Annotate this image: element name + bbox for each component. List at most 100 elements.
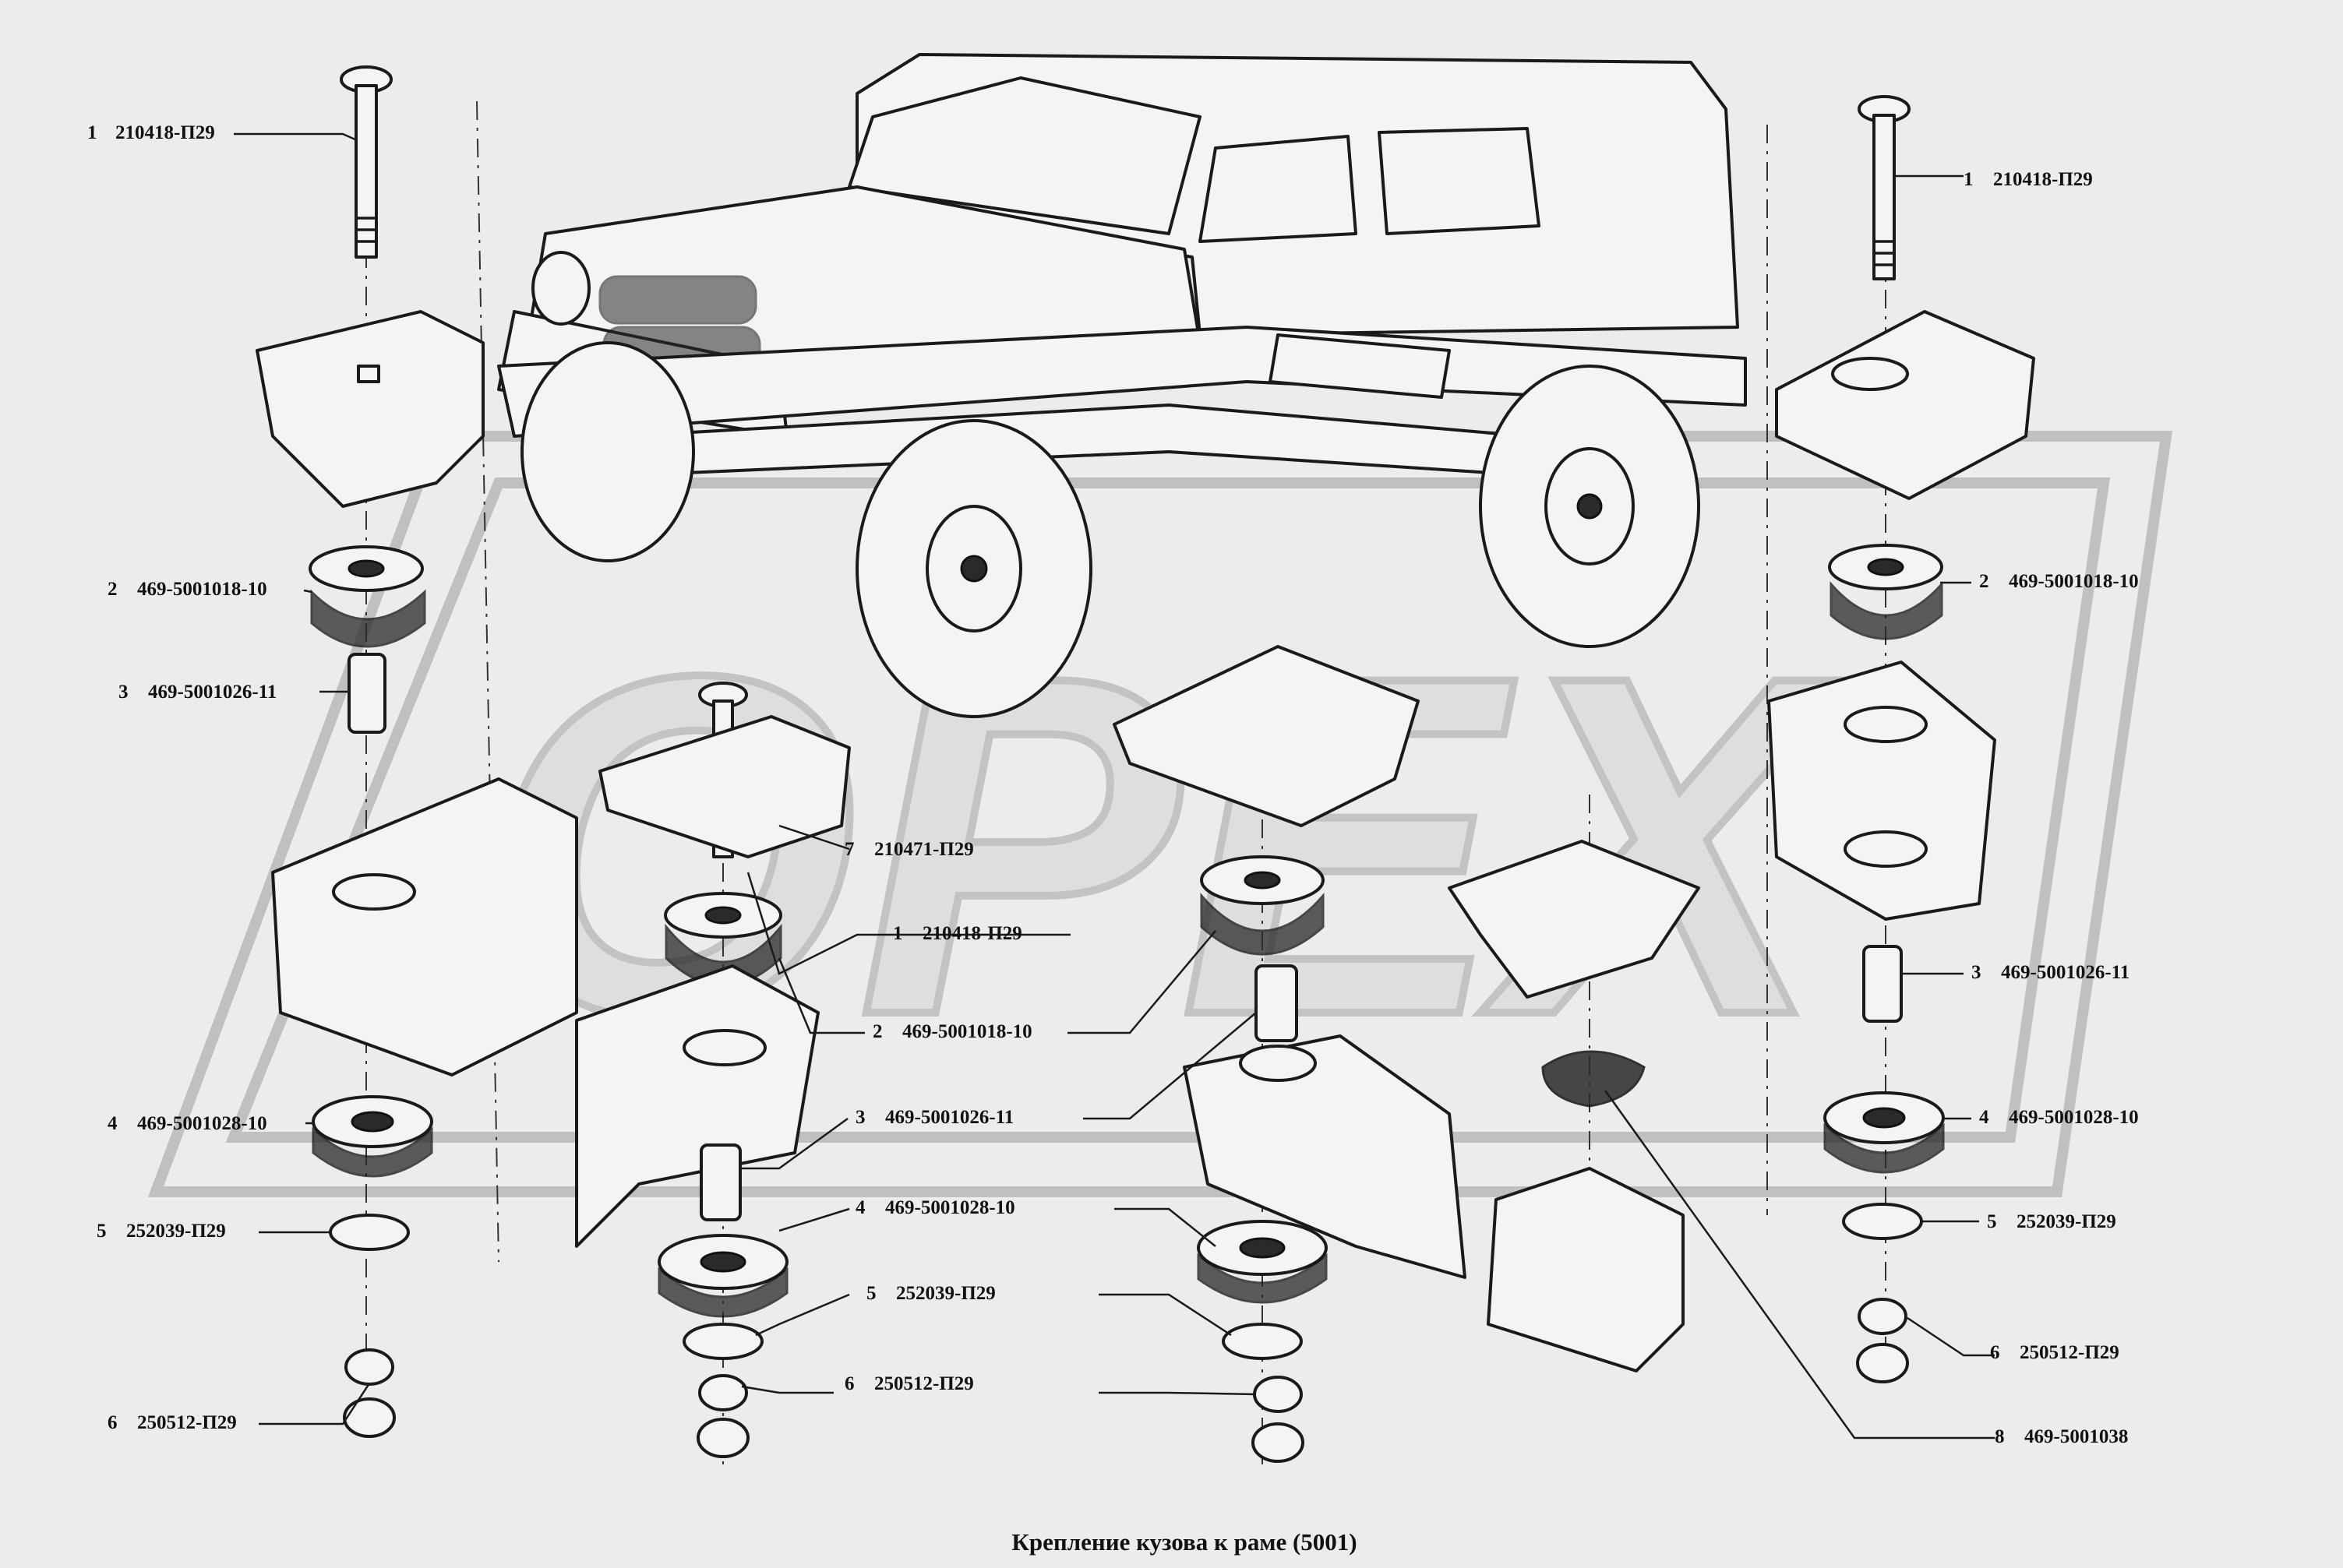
upper-bracket-center-left (598, 715, 851, 858)
leader-5-center (1099, 1293, 1232, 1337)
leader-7 (778, 824, 850, 851)
nut-center-left-lower (697, 1418, 750, 1458)
nut-center-lower (1251, 1422, 1304, 1463)
callout-4-right-num: 4 (1979, 1107, 1989, 1128)
vehicle-window-front (1198, 135, 1357, 243)
leader-1-left (234, 132, 358, 142)
rubber-cushion-right (1828, 544, 1943, 640)
callout-7-num: 7 (845, 839, 855, 860)
nut-center-upper (1253, 1376, 1303, 1413)
lower-cushion-right (1823, 1091, 1945, 1174)
rubber-cushion-center (1200, 855, 1325, 956)
callout-4-center-num: 4 (856, 1197, 866, 1218)
vehicle-window-rear (1378, 127, 1540, 235)
vehicle-wheel-rear (1479, 365, 1700, 648)
lower-bracket-pad (1487, 1167, 1685, 1372)
callout-1-left-num: 1 (87, 122, 97, 143)
callout-3-center-code: 469-5001026-11 (885, 1107, 1014, 1128)
upper-bracket-center (1113, 645, 1420, 827)
callout-8-code: 469-5001038 (2024, 1426, 2128, 1447)
vehicle-wheel-front-left (520, 341, 695, 562)
callout-1-right-code: 210418-П29 (1993, 169, 2093, 190)
callout-6-center-num: 6 (845, 1373, 855, 1394)
nut-right-upper (1858, 1298, 1907, 1335)
leader-2-center-left (778, 957, 865, 1034)
spacer-sleeve-right (1862, 945, 1903, 1023)
callout-1-left-code: 210418-П29 (115, 122, 215, 143)
callout-2-left-num: 2 (108, 579, 118, 600)
spacer-sleeve-center-left (700, 1143, 742, 1221)
leader-8 (1604, 1090, 1995, 1439)
leader-6-left (259, 1383, 371, 1425)
lower-cushion-center (1197, 1220, 1328, 1304)
washer-left (329, 1214, 410, 1251)
upper-bracket-pad (1448, 840, 1700, 999)
rubber-pad (1541, 1050, 1646, 1108)
center-left-mount-stack (575, 682, 851, 1458)
vehicle-wheel-front (856, 419, 1092, 718)
upper-bracket-left-hole (357, 365, 380, 383)
washer-center (1222, 1323, 1303, 1360)
callout-4-left-num: 4 (108, 1113, 118, 1134)
lower-cushion-left (312, 1095, 433, 1178)
nut-center-left-upper (698, 1374, 748, 1411)
vehicle-illustration (497, 53, 1747, 718)
callout-3-right-code: 469-5001026-11 (2001, 962, 2130, 983)
bolt-left (340, 65, 393, 259)
washer-center-left (683, 1323, 764, 1360)
callout-4-left-code: 469-5001028-10 (137, 1113, 267, 1134)
washer-right (1842, 1203, 1923, 1240)
callout-5-center-code: 252039-П29 (896, 1283, 996, 1304)
axis-line-left (476, 100, 499, 1263)
callout-4-right-code: 469-5001028-10 (2009, 1107, 2139, 1128)
leader-5-center-left (755, 1293, 850, 1337)
callout-3-left-num: 3 (118, 682, 129, 703)
bolt-right (1858, 95, 1911, 280)
leader-lines (234, 132, 1995, 1439)
nut-left-lower (343, 1397, 396, 1438)
leader-6-center (1099, 1391, 1257, 1396)
left-mount-stack (256, 65, 578, 1438)
leader-6-center-left (741, 1385, 834, 1394)
callout-5-center-num: 5 (866, 1283, 877, 1304)
nut-left-upper (344, 1348, 394, 1386)
vehicle-windshield (848, 76, 1201, 235)
callout-6-left-num: 6 (108, 1412, 118, 1433)
spacer-sleeve-left (348, 653, 386, 734)
nut-right-lower (1856, 1343, 1909, 1383)
callout-3-left-code: 469-5001026-11 (148, 682, 277, 703)
callout-6-center-code: 250512-П29 (874, 1373, 974, 1394)
callout-4-center-code: 469-5001028-10 (885, 1197, 1015, 1218)
lower-bracket-center (1183, 1034, 1466, 1279)
leader-4-center-left (778, 1207, 850, 1232)
callout-5-right-num: 5 (1987, 1211, 1997, 1232)
spacer-sleeve-center (1254, 964, 1298, 1042)
lower-bracket-left-hole (332, 873, 416, 911)
lower-bracket-right (1767, 661, 1996, 921)
vehicle-frame-crossmember (1269, 333, 1451, 399)
rubber-cushion-center-left (664, 892, 782, 987)
callout-2-center-code: 469-5001018-10 (902, 1021, 1032, 1042)
callout-1-right-num: 1 (1964, 169, 1974, 190)
callout-2-center-num: 2 (873, 1021, 883, 1042)
diagram-caption: Крепление кузова к раме (5001) (1011, 1528, 1357, 1556)
leader-6-right (1907, 1316, 1995, 1357)
rubber-cushion-left (309, 545, 426, 648)
lower-bracket-left (271, 777, 578, 1076)
upper-bracket-right-hole (1831, 357, 1909, 391)
lower-cushion-center-left (658, 1234, 789, 1318)
callout-8-num: 8 (1995, 1426, 2005, 1447)
leader-2-left (303, 589, 312, 594)
upper-bracket-left (256, 310, 485, 508)
lower-bracket-right-hole-upper (1844, 706, 1928, 743)
watermark-text: ОРЕХ (482, 576, 1850, 1115)
callout-3-right-num: 3 (1971, 962, 1981, 983)
leader-2-center (1067, 930, 1216, 1034)
right-mount-stack (1767, 95, 2035, 1383)
leader-1-center (746, 872, 1071, 975)
callout-7-code: 210471-П29 (874, 839, 974, 860)
watermark-logo: ОРЕХ (147, 431, 2173, 1197)
vehicle-headlight (531, 251, 591, 326)
